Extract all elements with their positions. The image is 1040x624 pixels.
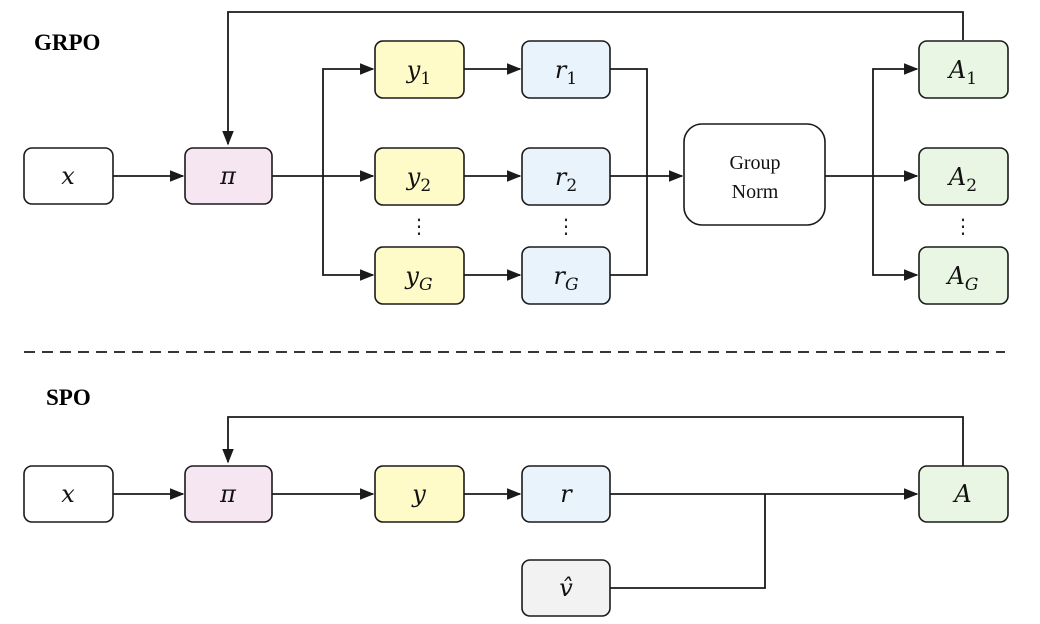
- grpo-y-vdots: ⋮: [409, 214, 429, 238]
- grpo-feedback-arrow: [222, 11, 964, 146]
- grpo-pi-to-yG-arrow: [322, 176, 375, 281]
- spo-value-node: v̂: [521, 559, 611, 617]
- grpo-pi-to-y1-arrow: [322, 63, 375, 176]
- spo-policy-node: π: [184, 465, 273, 523]
- svg-text:rG: rG: [553, 262, 578, 295]
- grpo-input-label: x: [61, 162, 75, 190]
- spo-response-node: y: [374, 465, 465, 523]
- grpo-A2-sub: 2: [966, 176, 977, 196]
- spo-reward-label: r: [560, 480, 573, 508]
- spo-policy-label: π: [219, 480, 237, 508]
- grpo-A2-symbol: A: [947, 163, 966, 191]
- svg-text:r2: r2: [555, 163, 577, 196]
- grpo-y2-symbol: y: [406, 163, 421, 191]
- grpo-reward-node-2: r2: [521, 147, 611, 206]
- grpo-rG-symbol: r: [553, 262, 566, 290]
- svg-text:yG: yG: [404, 262, 432, 295]
- grpo-reward-node-G: rG: [521, 246, 611, 305]
- spo-advantage-label: A: [952, 480, 971, 508]
- grpo-policy-node: π: [184, 147, 273, 205]
- grpo-reward-node-1: r1: [521, 40, 611, 99]
- grpo-A-vdots: ⋮: [953, 214, 973, 238]
- grpo-response-node-G: yG: [374, 246, 465, 305]
- spo-advantage-node: A: [918, 465, 1009, 523]
- grpo-norm-to-AG-arrow: [872, 176, 919, 281]
- grpo-r2-symbol: r: [555, 163, 568, 191]
- spo-title: SPO: [46, 385, 91, 410]
- grpo-AG-sub: G: [965, 275, 979, 295]
- grpo-y2-sub: 2: [420, 176, 431, 196]
- spo-value-label: v̂: [559, 574, 573, 602]
- grpo-policy-label: π: [219, 162, 237, 190]
- grpo-reward-merge-bracket: [610, 68, 648, 276]
- svg-text:y2: y2: [406, 163, 431, 196]
- svg-text:y1: y1: [406, 56, 431, 89]
- grpo-advantage-node-2: A2: [918, 147, 1009, 206]
- grpo-yG-symbol: y: [404, 262, 419, 290]
- grpo-A1-symbol: A: [947, 56, 966, 84]
- spo-response-label: y: [411, 480, 426, 508]
- grpo-AG-symbol: A: [946, 262, 965, 290]
- grpo-response-node-1: y1: [374, 40, 465, 99]
- spo-input-label: x: [61, 480, 75, 508]
- grpo-yG-sub: G: [419, 275, 433, 295]
- grpo-A1-sub: 1: [966, 69, 977, 89]
- grpo-y1-symbol: y: [406, 56, 421, 84]
- svg-text:A2: A2: [947, 163, 977, 196]
- grpo-r1-sub: 1: [566, 69, 577, 89]
- grpo-rG-sub: G: [565, 275, 579, 295]
- spo-feedback-arrow: [222, 416, 964, 466]
- spo-reward-node: r: [521, 465, 611, 523]
- svg-text:r1: r1: [555, 56, 577, 89]
- group-norm-label-line1: Group: [729, 152, 780, 174]
- grpo-response-node-2: y2: [374, 147, 465, 206]
- grpo-y1-sub: 1: [420, 69, 431, 89]
- grpo-group-norm-node: Group Norm: [683, 123, 826, 226]
- spo-input-node: x: [23, 465, 114, 523]
- svg-text:AG: AG: [946, 262, 979, 295]
- grpo-r1-symbol: r: [555, 56, 568, 84]
- grpo-advantage-node-1: A1: [918, 40, 1009, 99]
- group-norm-label-line2: Norm: [732, 181, 779, 203]
- spo-value-to-merge-line: [610, 494, 766, 589]
- grpo-r-vdots: ⋮: [556, 214, 576, 238]
- grpo-r2-sub: 2: [566, 176, 577, 196]
- grpo-title: GRPO: [34, 30, 100, 55]
- grpo-advantage-node-G: AG: [918, 246, 1009, 305]
- grpo-norm-to-A1-arrow: [872, 63, 919, 176]
- grpo-input-node: x: [23, 147, 114, 205]
- svg-text:A1: A1: [947, 56, 977, 89]
